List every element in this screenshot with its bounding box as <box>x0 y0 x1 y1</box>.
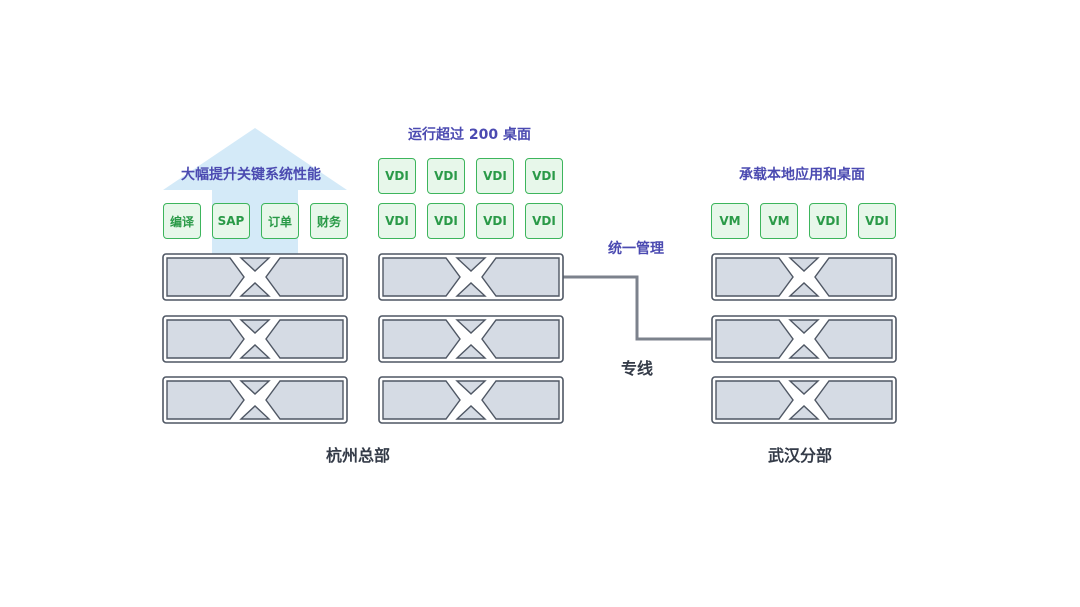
server-bottom-wedge <box>455 344 487 359</box>
server-top-wedge <box>239 257 271 272</box>
server-right-panel <box>481 380 560 420</box>
server-bottom-wedge <box>239 282 271 297</box>
vdi-tile: VDI <box>378 203 416 239</box>
app-tile-finance: 财务 <box>310 203 348 239</box>
server-left-panel <box>715 257 794 297</box>
server-unit <box>378 315 564 363</box>
server-bottom-wedge <box>455 405 487 420</box>
dedicated-line-label: 专线 <box>621 359 654 378</box>
server-left-panel <box>166 380 245 420</box>
performance-up-arrow <box>163 128 347 255</box>
vdi-tile: VDI <box>525 158 563 194</box>
server-right-panel <box>481 257 560 297</box>
server-unit <box>378 376 564 424</box>
server-left-panel <box>166 319 245 359</box>
server-left-panel <box>715 380 794 420</box>
server-top-wedge <box>455 319 487 334</box>
vdi-tile: VDI <box>378 158 416 194</box>
server-top-wedge <box>455 257 487 272</box>
server-right-panel <box>265 257 344 297</box>
server-top-wedge <box>788 257 820 272</box>
server-bottom-wedge <box>455 282 487 297</box>
server-bottom-wedge <box>239 405 271 420</box>
hq-vdi-label: 运行超过 200 桌面 <box>408 127 531 143</box>
server-left-panel <box>382 257 461 297</box>
branch-tile-vm: VM <box>760 203 798 239</box>
app-tile-orders: 订单 <box>261 203 299 239</box>
unified-management-label: 统一管理 <box>608 241 664 257</box>
server-unit <box>162 315 348 363</box>
vdi-tile: VDI <box>476 203 514 239</box>
server-right-panel <box>814 319 893 359</box>
server-top-wedge <box>239 319 271 334</box>
server-bottom-wedge <box>788 344 820 359</box>
branch-tile-vdi: VDI <box>858 203 896 239</box>
server-unit <box>711 376 897 424</box>
vdi-tile: VDI <box>476 158 514 194</box>
branch-tile-vdi: VDI <box>809 203 847 239</box>
dedicated-line-connector <box>563 275 711 341</box>
server-unit <box>711 315 897 363</box>
server-right-panel <box>265 319 344 359</box>
hq-site-name: 杭州总部 <box>326 446 391 465</box>
app-tile-sap: SAP <box>212 203 250 239</box>
server-left-panel <box>715 319 794 359</box>
server-right-panel <box>481 319 560 359</box>
branch-tile-vm: VM <box>711 203 749 239</box>
vdi-tile: VDI <box>427 158 465 194</box>
server-unit <box>162 253 348 301</box>
server-bottom-wedge <box>788 282 820 297</box>
server-right-panel <box>265 380 344 420</box>
branch-label: 承载本地应用和桌面 <box>739 167 865 183</box>
server-right-panel <box>814 257 893 297</box>
server-top-wedge <box>788 319 820 334</box>
server-unit <box>711 253 897 301</box>
server-top-wedge <box>239 380 271 395</box>
server-left-panel <box>166 257 245 297</box>
server-bottom-wedge <box>788 405 820 420</box>
server-bottom-wedge <box>239 344 271 359</box>
server-left-panel <box>382 319 461 359</box>
server-racks <box>162 253 897 424</box>
vdi-tile: VDI <box>427 203 465 239</box>
vdi-tile: VDI <box>525 203 563 239</box>
server-unit <box>162 376 348 424</box>
hq-performance-label: 大幅提升关键系统性能 <box>181 167 321 183</box>
app-tile-compile: 编译 <box>163 203 201 239</box>
server-left-panel <box>382 380 461 420</box>
server-right-panel <box>814 380 893 420</box>
branch-site-name: 武汉分部 <box>768 446 833 465</box>
server-top-wedge <box>788 380 820 395</box>
server-unit <box>378 253 564 301</box>
server-top-wedge <box>455 380 487 395</box>
